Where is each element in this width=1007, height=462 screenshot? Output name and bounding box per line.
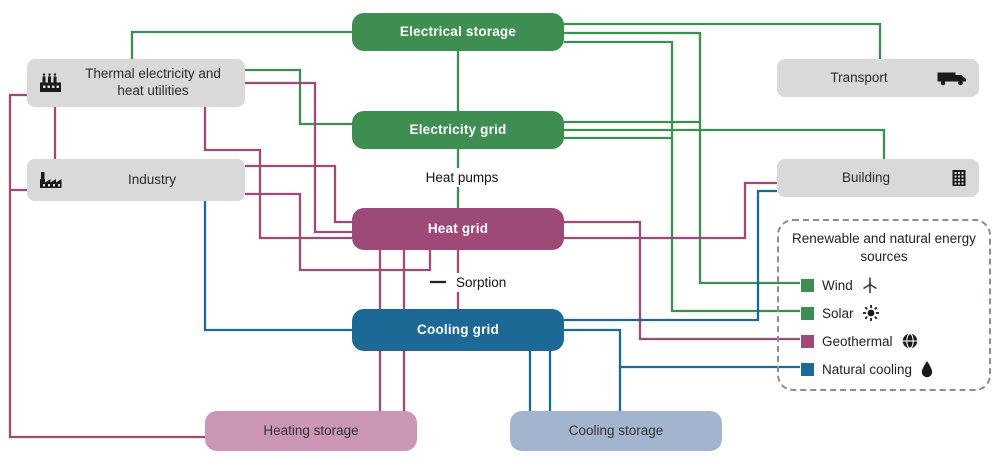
node-transport: Transport <box>777 59 979 97</box>
node-cooling-grid: Cooling grid <box>352 309 564 351</box>
edge-coolinggrid-to-industry <box>203 201 352 332</box>
node-electricity-grid: Electricity grid <box>352 111 564 149</box>
legend-item-label: Solar <box>822 305 854 321</box>
edge-coolinggrid-to-building <box>564 189 777 322</box>
edge-thermal-to-heatgrid <box>245 81 352 234</box>
node-label: Electrical storage <box>399 23 517 39</box>
node-heating-storage: Heating storage <box>205 411 417 451</box>
legend-item-solar: Solar <box>801 304 880 322</box>
node-label: Transport <box>830 69 888 85</box>
heat-pumps-label: Heat pumps <box>406 168 518 187</box>
edge-thermal-to-heatingstorage-rail <box>8 93 205 439</box>
edge-storage-to-transport <box>564 22 882 59</box>
building-icon <box>951 169 967 187</box>
wind-turbine-icon <box>861 276 879 294</box>
power-plant-icon <box>39 73 65 93</box>
edge-grid-to-building <box>564 128 886 159</box>
natural-cooling-color-swatch <box>801 362 814 376</box>
legend-item-label: Wind <box>822 277 853 293</box>
node-heat-grid: Heat grid <box>352 208 564 250</box>
edge-naturalcooling-to-coolinggrid <box>564 328 800 369</box>
node-label: Electricity grid <box>409 121 507 137</box>
node-label: Industry <box>127 171 177 187</box>
edge-storage-to-thermal <box>130 30 352 59</box>
node-electrical-storage: Electrical storage <box>352 13 564 51</box>
edge-thermal-to-grid <box>245 68 352 126</box>
legend-renewable-sources: Renewable and natural energy sources Win… <box>777 219 991 391</box>
legend-title: Renewable and natural energy sources <box>792 231 976 265</box>
wind-color-swatch <box>801 278 814 292</box>
legend-item-label: Geothermal <box>822 333 893 349</box>
node-label: Cooling grid <box>417 321 499 337</box>
globe-icon <box>901 332 919 350</box>
solar-color-swatch <box>801 306 814 320</box>
edge-geothermal-to-heatgrid <box>564 220 800 341</box>
node-thermal-utilities: Thermal electricity and heat utilities <box>27 59 245 107</box>
sorption-label: Sorption <box>452 273 511 292</box>
node-label: Heat grid <box>427 220 489 236</box>
truck-icon <box>937 70 967 86</box>
node-industry: Industry <box>27 159 245 201</box>
factory-icon <box>39 171 63 189</box>
node-label: Building <box>841 169 891 185</box>
legend-item-label: Natural cooling <box>822 361 913 377</box>
water-drop-icon <box>920 360 934 378</box>
edge-industry-to-heatgrid <box>245 164 352 224</box>
edge-heatgrid-to-building <box>564 181 777 240</box>
node-building: Building <box>777 159 979 197</box>
legend-item-wind: Wind <box>801 276 879 294</box>
node-label: Heating storage <box>263 422 359 438</box>
edge-heatgrid-to-industry <box>245 192 432 272</box>
geothermal-color-swatch <box>801 334 814 348</box>
legend-item-natural-cooling: Natural cooling <box>801 360 934 378</box>
sun-icon <box>862 304 880 322</box>
edge-heatgrid-to-thermal <box>203 107 352 240</box>
node-label: Cooling storage <box>568 422 664 438</box>
edge-wind-to-storage <box>564 31 800 285</box>
node-cooling-storage: Cooling storage <box>510 411 722 451</box>
edge-solar-to-storage <box>564 40 800 313</box>
legend-item-geothermal: Geothermal <box>801 332 919 350</box>
node-label: Thermal electricity and heat utilities <box>85 66 221 98</box>
